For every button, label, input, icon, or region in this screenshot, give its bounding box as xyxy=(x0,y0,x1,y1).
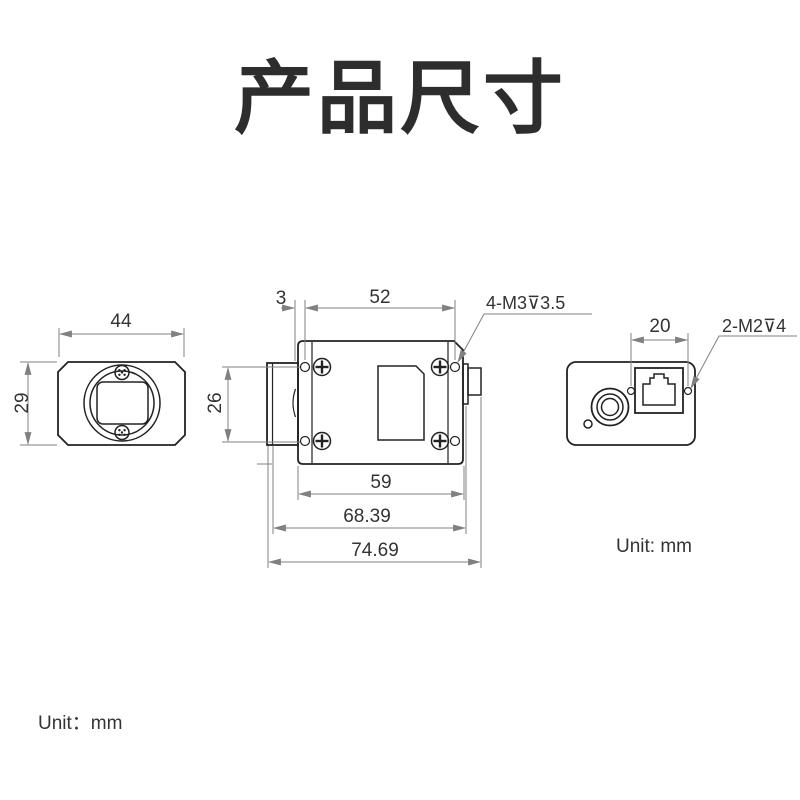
mounting-hole xyxy=(449,361,461,373)
unit-note-bottom: Unit：mm xyxy=(38,713,123,734)
dim-back-span: 20 xyxy=(649,316,671,337)
dim-top-body: 59 xyxy=(370,472,392,493)
cover-screw xyxy=(312,357,332,377)
dim-top-flange: 68.39 xyxy=(343,506,391,527)
cover-screw xyxy=(430,431,450,451)
front-screw-top xyxy=(114,364,130,381)
leader-top-thread xyxy=(457,313,592,363)
back-view-drawing xyxy=(566,333,797,446)
dim-line-top-offset-span xyxy=(281,300,456,361)
cover-screw xyxy=(430,357,450,377)
front-view-drawing xyxy=(20,328,186,446)
top-body xyxy=(297,340,464,465)
m2-hole xyxy=(626,386,636,396)
led-indicator xyxy=(583,419,593,429)
dim-front-height: 29 xyxy=(12,392,33,414)
dim-line-front-height xyxy=(20,361,57,446)
rj45-jack-profile xyxy=(642,373,676,406)
cover-screw xyxy=(312,431,332,451)
front-screw-bottom xyxy=(114,424,130,441)
dim-line-top-overall xyxy=(267,397,482,568)
product-label xyxy=(377,365,425,441)
dim-top-span: 52 xyxy=(369,287,391,308)
dim-line-top-pitch xyxy=(222,366,300,443)
page-title: 产品尺寸 xyxy=(234,54,566,143)
dim-line-back-span xyxy=(630,333,689,386)
mounting-hole xyxy=(299,435,311,447)
mounting-hole xyxy=(449,435,461,447)
unit-note-right: Unit: mm xyxy=(616,536,692,557)
io-connector xyxy=(467,367,482,396)
dim-line-top-flange xyxy=(257,406,467,534)
leader-back-thread xyxy=(690,335,797,389)
dim-top-offset: 3 xyxy=(275,288,287,309)
dim-top-pitch: 26 xyxy=(205,392,226,414)
mounting-hole xyxy=(299,361,311,373)
front-body xyxy=(57,361,186,446)
dim-top-overall: 74.69 xyxy=(351,540,399,561)
note-top-thread: 4-M3⊽3.5 xyxy=(486,293,566,313)
lens-mount-inner-ring xyxy=(89,370,155,436)
lens-curve xyxy=(292,388,297,418)
sensor-window xyxy=(96,381,149,425)
note-back-thread: 2-M2⊽4 xyxy=(722,316,787,336)
top-view-drawing xyxy=(222,300,592,568)
dim-front-width: 44 xyxy=(110,311,132,332)
dim-line-front-width xyxy=(58,328,185,357)
dim-line-top-body xyxy=(297,466,465,500)
m2-hole xyxy=(683,386,693,396)
power-connector xyxy=(590,387,630,427)
